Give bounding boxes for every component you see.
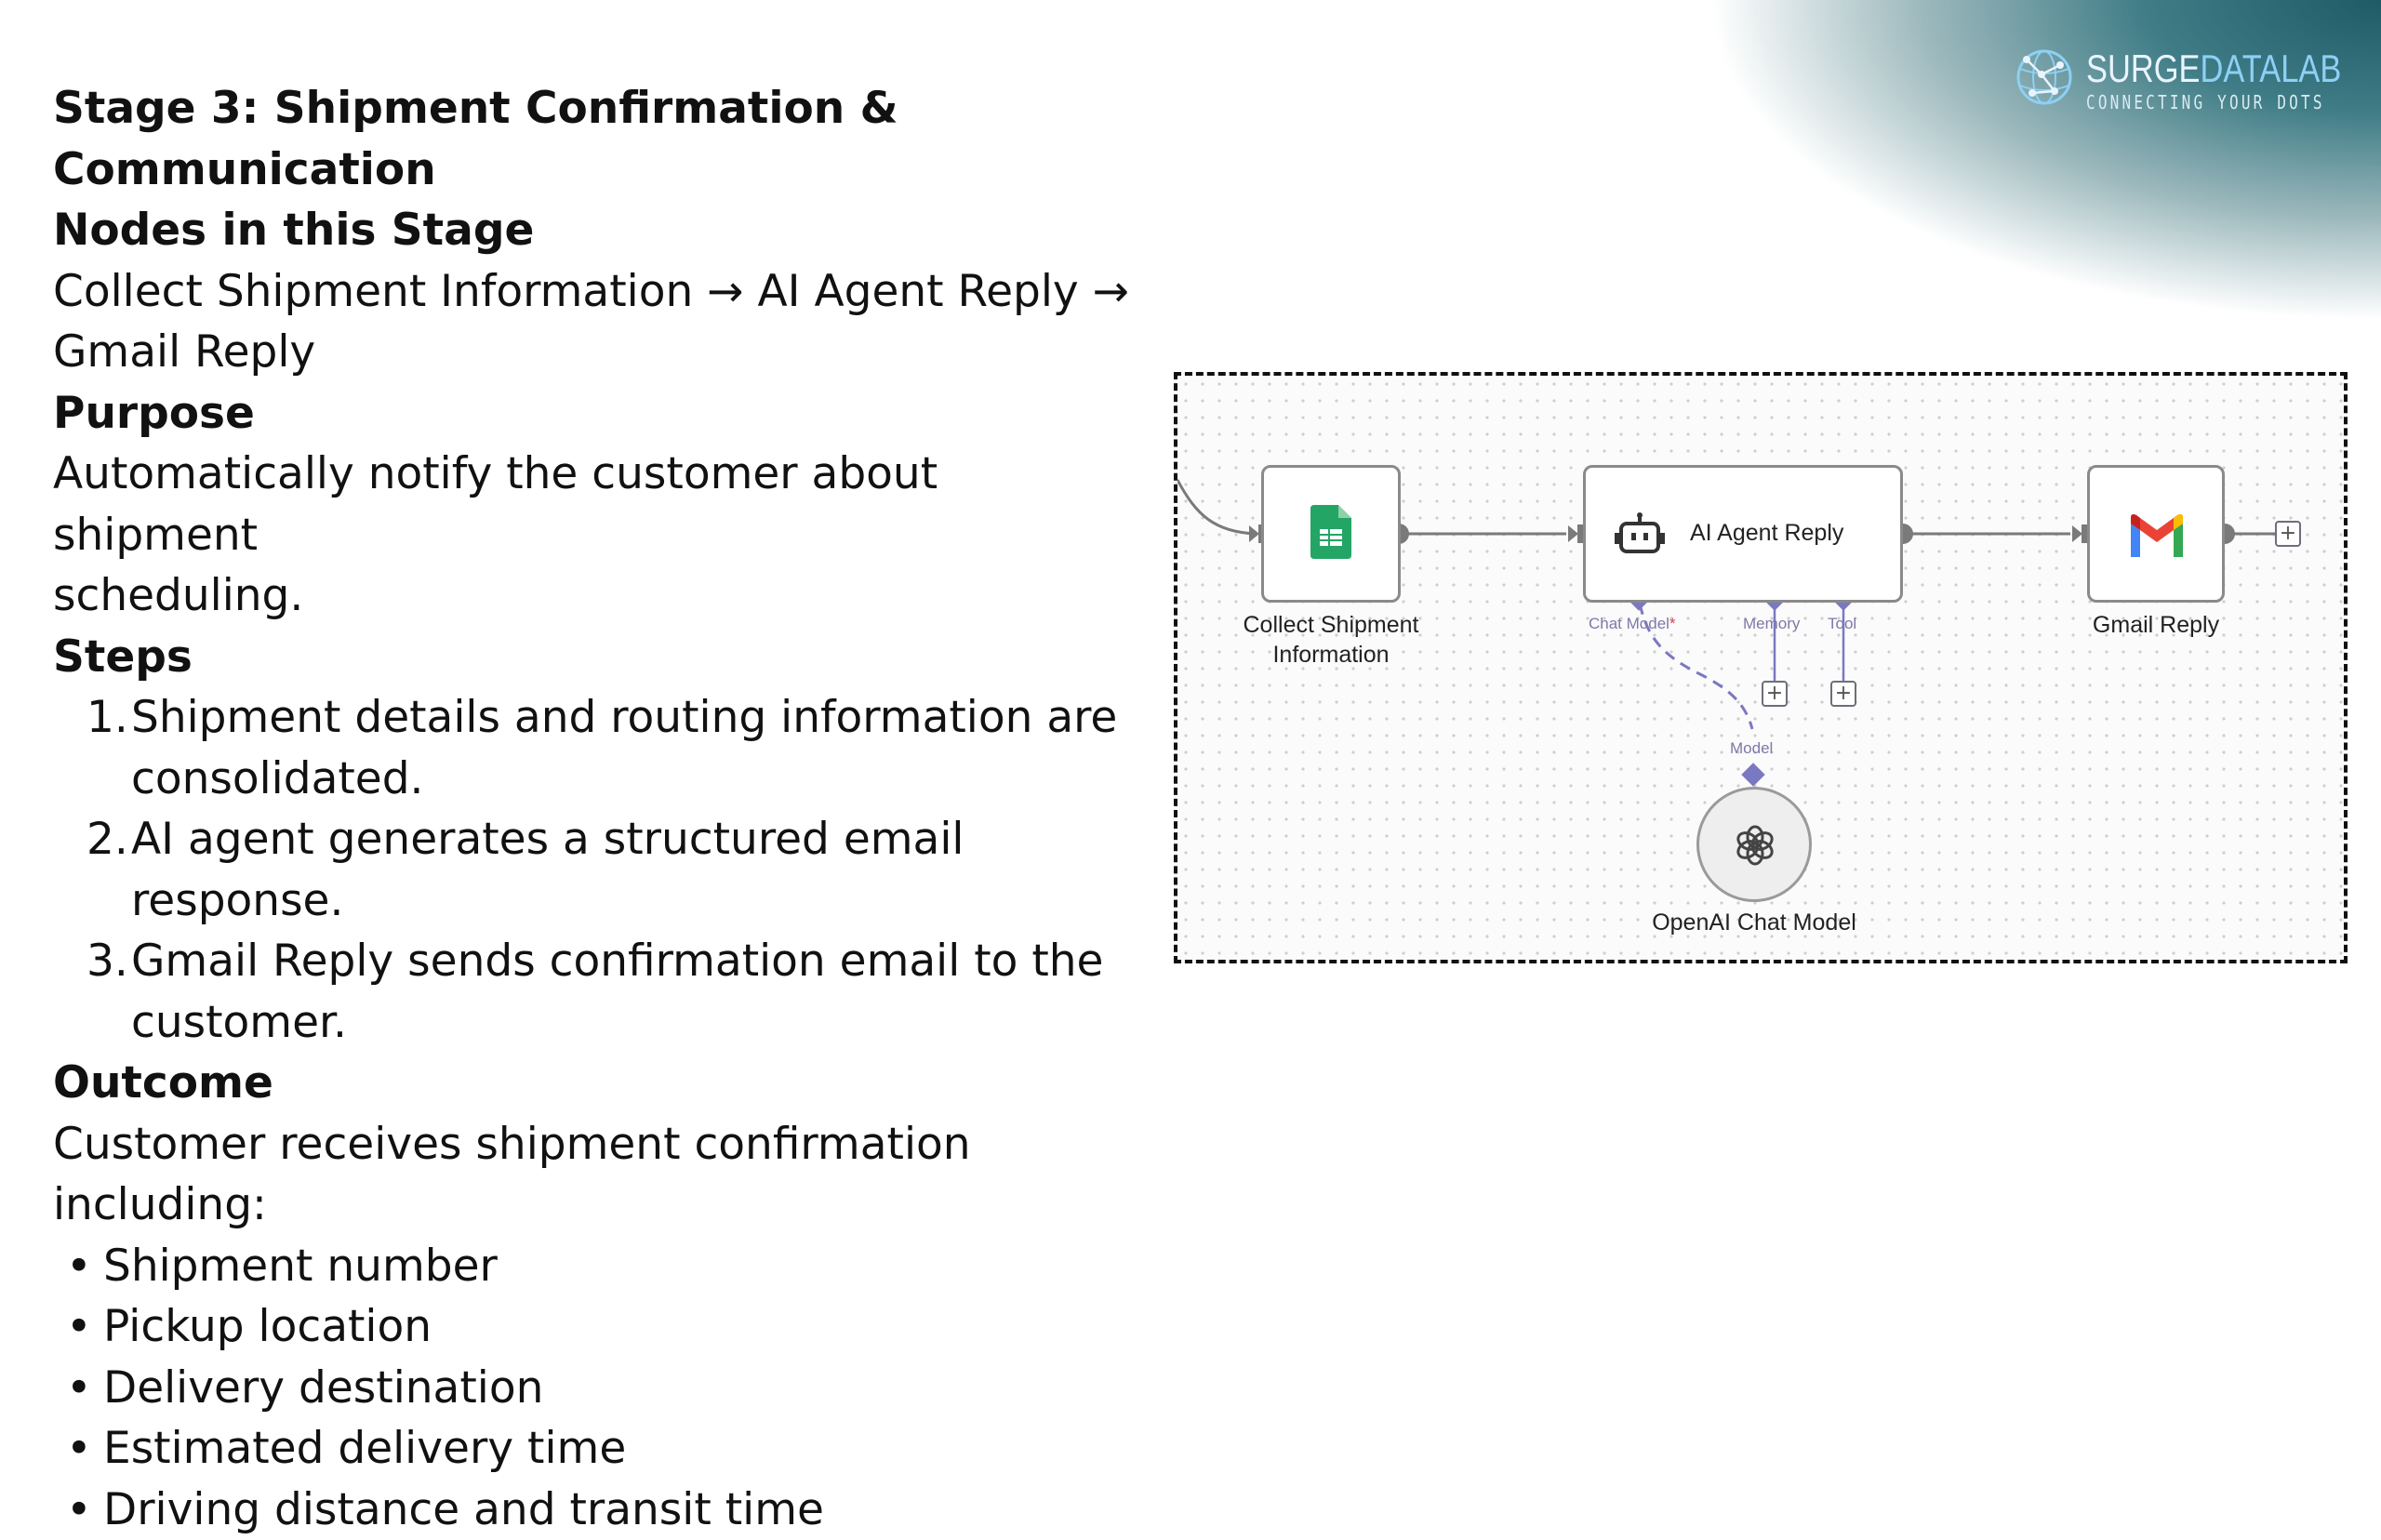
gmail-reply-node[interactable] (2087, 465, 2225, 603)
purpose-heading: Purpose (53, 383, 1132, 445)
brand-name: SURGEDATALAB (2086, 46, 2341, 91)
gmail-reply-label: Gmail Reply (2063, 610, 2249, 640)
chat-model-port-label: Chat Model* (1589, 615, 1676, 633)
steps-heading: Steps (53, 627, 1132, 688)
add-memory-button[interactable]: + (1762, 681, 1788, 707)
purpose-line-1: Automatically notify the customer about … (53, 444, 1132, 565)
add-tool-button[interactable]: + (1830, 681, 1856, 707)
model-output-port (1741, 763, 1764, 786)
step-text-line-1: Shipment details and routing information… (131, 692, 1117, 743)
nodes-heading: Nodes in this Stage (53, 200, 1132, 261)
nodes-line-1: Collect Shipment Information → AI Agent … (53, 261, 1132, 323)
nodes-line-2: Gmail Reply (53, 322, 1132, 383)
ai-agent-title: AI Agent Reply (1690, 520, 1843, 547)
input-arrow-gmail (2072, 525, 2082, 542)
step-item: 2. AI agent generates a structured email… (53, 809, 1132, 931)
purpose-line-2: scheduling. (53, 565, 1132, 627)
step-text-line-2: consolidated. (131, 753, 424, 804)
step-text-line-1: Gmail Reply sends confirmation email to … (131, 936, 1103, 987)
brand-tagline: CONNECTING YOUR DOTS (2086, 91, 2325, 113)
brand-logo: SURGEDATALAB CONNECTING YOUR DOTS (2014, 46, 2348, 121)
step-text-line-1: AI agent generates a structured email re… (131, 814, 964, 926)
outcome-item: Estimated delivery time (53, 1418, 1132, 1480)
openai-chat-model-node[interactable] (1696, 787, 1812, 902)
add-next-node-button[interactable]: + (2275, 521, 2301, 547)
memory-port-label: Memory (1743, 615, 1800, 633)
tool-port-label: Tool (1828, 615, 1856, 633)
steps-list: 1. Shipment details and routing informat… (53, 687, 1132, 1053)
outcome-heading: Outcome (53, 1053, 1132, 1114)
step-number: 1. (86, 687, 128, 749)
step-number: 3. (86, 931, 128, 992)
openai-icon (1733, 823, 1777, 868)
collect-shipment-node[interactable] (1261, 465, 1401, 603)
outcome-list: Shipment number Pickup location Delivery… (53, 1236, 1132, 1540)
incoming-connection (1177, 480, 1256, 534)
step-number: 2. (86, 809, 128, 870)
slide-title: Stage 3: Shipment Confirmation & Communi… (53, 78, 1132, 200)
outcome-item: Shipment number (53, 1236, 1132, 1297)
input-arrow-collect (1249, 525, 1259, 542)
robot-icon (1614, 512, 1666, 555)
ai-agent-node[interactable]: AI Agent Reply (1583, 465, 1903, 603)
outcome-item: Pickup location (53, 1296, 1132, 1358)
outcome-item: Driving distance and transit time (53, 1480, 1132, 1540)
slide-text: Stage 3: Shipment Confirmation & Communi… (53, 78, 1132, 1540)
step-item: 3. Gmail Reply sends confirmation email … (53, 931, 1132, 1053)
openai-chat-model-label: OpenAI Chat Model (1633, 908, 1875, 937)
gmail-icon (2127, 512, 2187, 557)
model-port-label: Model (1730, 739, 1773, 758)
google-sheets-icon (1310, 505, 1351, 559)
step-item: 1. Shipment details and routing informat… (53, 687, 1132, 809)
input-arrow-agent (1568, 525, 1578, 542)
globe-network-icon (2014, 46, 2075, 108)
step-text-line-2: customer. (131, 997, 347, 1048)
outcome-intro: Customer receives shipment confirmation … (53, 1114, 1132, 1236)
outcome-item: Delivery destination (53, 1358, 1132, 1419)
